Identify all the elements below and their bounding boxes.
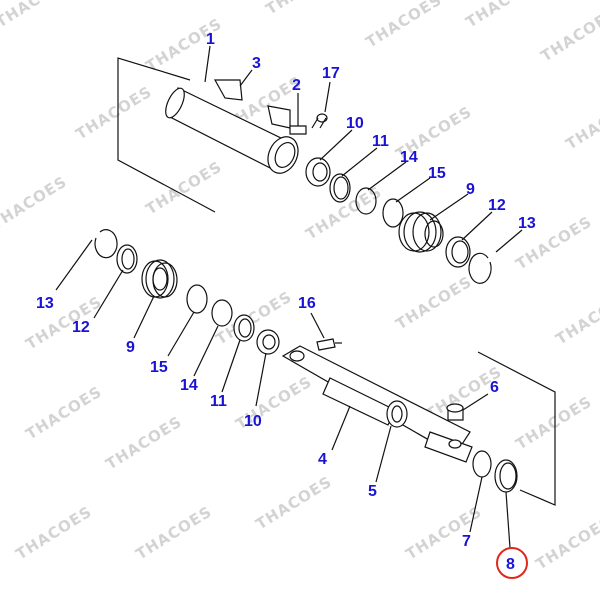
upper-frame-panel — [117, 57, 216, 213]
callout-13-upper: 13 — [518, 215, 536, 232]
wear-ring-part-upper — [329, 173, 351, 203]
callout-10-lower: 10 — [244, 413, 262, 430]
callout-11-lower: 11 — [210, 393, 227, 410]
frame-panels — [117, 57, 556, 506]
o-ring-part-upper-14 — [355, 187, 377, 215]
cylinder-tube-part — [165, 79, 307, 174]
callout-12-upper: 12 — [488, 197, 506, 214]
bushing-part-lower — [256, 329, 280, 355]
watermark-text: THACOES — [23, 382, 106, 443]
o-ring-part-7 — [472, 450, 492, 478]
packing-part-lower — [141, 259, 178, 299]
watermark-text: THACOES — [363, 0, 446, 51]
callout-14-lower: 14 — [180, 377, 198, 394]
bracket-part — [213, 79, 243, 101]
callout-13-lower: 13 — [36, 295, 54, 312]
callout-14-upper: 14 — [400, 149, 418, 166]
lower-frame-panel — [477, 351, 556, 506]
watermark-text: THACOES — [0, 0, 75, 31]
callout-3: 3 — [252, 55, 261, 72]
watermark-text: THACOES — [103, 412, 186, 473]
callout-1: 1 — [206, 31, 215, 48]
grease-fitting-part — [289, 125, 307, 135]
watermark-text: THACOES — [73, 82, 156, 143]
upper-seal-stack — [305, 157, 492, 284]
callout-2: 2 — [292, 77, 301, 94]
packing-part-upper — [398, 211, 444, 253]
watermark-text: THACOES — [13, 502, 96, 563]
watermark-text: THACOES — [143, 157, 226, 218]
watermark-text: THACOES — [0, 172, 70, 233]
highlight-circle — [496, 547, 528, 579]
o-ring-part-lower-14 — [211, 299, 233, 327]
o-ring-part-upper-15 — [382, 198, 404, 228]
callout-9-upper: 9 — [466, 181, 475, 198]
seal-ring-part-8 — [494, 459, 518, 493]
callout-5: 5 — [368, 483, 377, 500]
callout-8: 8 — [506, 556, 515, 573]
callout-16: 16 — [298, 295, 316, 312]
callout-labels: 1 3 2 17 10 11 14 15 9 12 13 13 12 9 15 … — [36, 31, 536, 573]
watermark-text: THACOES — [563, 92, 600, 153]
bracket-part-2 — [267, 105, 291, 129]
watermark-text: THACOES — [403, 502, 486, 563]
snap-ring-part-lower — [94, 229, 118, 259]
watermark-text: THACOES — [213, 287, 296, 348]
callout-15-upper: 15 — [428, 165, 446, 182]
rod-bushing-part — [386, 400, 408, 428]
grease-fitting-rod-part — [316, 338, 342, 351]
watermark-text: THACOES — [538, 4, 600, 65]
callout-15-lower: 15 — [150, 359, 168, 376]
watermark-text: THACOES — [553, 287, 600, 348]
watermark-text: THACOES — [533, 512, 600, 573]
piston-rod-part — [281, 345, 473, 463]
watermark-text: THACOES — [463, 0, 546, 31]
watermark-text: THACOES — [263, 0, 346, 18]
pin-sleeve-part — [446, 403, 464, 421]
watermark-text: THACOES — [513, 392, 596, 453]
callout-9-lower: 9 — [126, 339, 135, 356]
callout-11-upper: 11 — [372, 133, 389, 150]
watermark-text: THACOES — [133, 502, 216, 563]
callout-7: 7 — [462, 533, 471, 550]
snap-ring-part-upper — [468, 252, 492, 284]
wiper-ring-part-upper — [445, 236, 471, 268]
callout-6: 6 — [490, 379, 499, 396]
watermark-text: THACOES — [393, 272, 476, 333]
watermark-text: THACOES — [253, 472, 336, 533]
leader-lines — [55, 45, 523, 549]
watermark-text: THACOES — [23, 292, 106, 353]
callout-17: 17 — [322, 65, 340, 82]
o-ring-part-lower-15 — [186, 284, 208, 314]
lower-seal-stack — [94, 229, 280, 355]
callout-12-lower: 12 — [72, 319, 90, 336]
grease-nipple-part — [311, 113, 328, 129]
callout-4: 4 — [318, 451, 327, 468]
callout-10-upper: 10 — [346, 115, 364, 132]
